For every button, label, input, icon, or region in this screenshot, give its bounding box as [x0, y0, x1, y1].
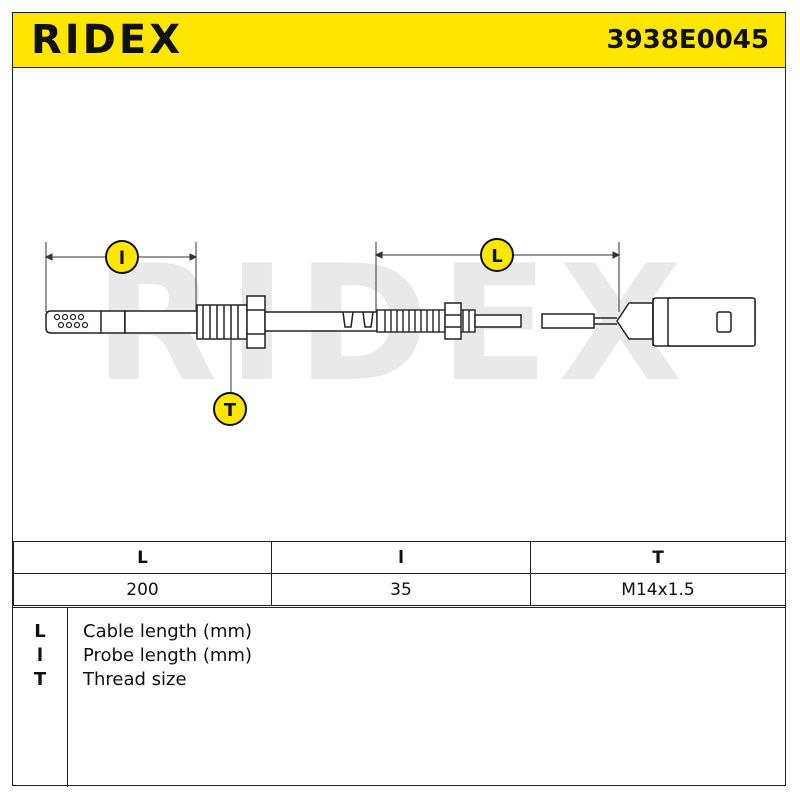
spec-header-probe: l	[271, 541, 531, 574]
legend-desc-cable: Cable length (mm)	[83, 621, 253, 642]
legend: L l T Cable length (mm) Probe length (mm…	[13, 607, 786, 787]
spec-header-thread: T	[530, 541, 786, 574]
sensor-drawing: RIDEX l L	[44, 230, 756, 426]
header-bar: RIDEX 3938E0045	[13, 13, 785, 68]
cable	[474, 313, 617, 329]
part-number: 3938E0045	[606, 25, 770, 55]
legend-desc-thread: Thread size	[83, 669, 187, 690]
connector-plug	[616, 297, 756, 347]
spec-value-row: 200 35 M14x1.5	[13, 573, 786, 606]
legend-key-thread: T	[33, 669, 47, 690]
callout-thread: T	[213, 392, 247, 426]
callout-probe-label: l	[119, 248, 125, 269]
hex-nut	[246, 295, 266, 349]
outer-frame	[12, 12, 786, 786]
spec-value-probe: 35	[271, 573, 531, 606]
legend-keys-column: L l T	[13, 608, 68, 787]
spec-header-cable: L	[13, 541, 272, 574]
callout-thread-label: T	[224, 400, 237, 421]
brand-logo: RIDEX	[31, 17, 184, 63]
legend-key-probe: l	[36, 645, 44, 666]
spec-header-row: L l T	[13, 541, 786, 574]
callout-probe-length: l	[105, 240, 139, 274]
callout-cable-length: L	[480, 238, 514, 272]
thread-section	[196, 304, 248, 340]
spec-table: L l T 200 35 M14x1.5	[13, 541, 786, 606]
spec-value-cable: 200	[13, 573, 272, 606]
probe-holes	[53, 313, 89, 329]
legend-desc-probe: Probe length (mm)	[83, 645, 252, 666]
legend-key-cable: L	[34, 621, 46, 642]
spec-value-thread: M14x1.5	[530, 573, 786, 606]
cable-clip	[444, 302, 462, 340]
sensor-body	[264, 311, 378, 332]
callout-cable-label: L	[491, 246, 502, 267]
